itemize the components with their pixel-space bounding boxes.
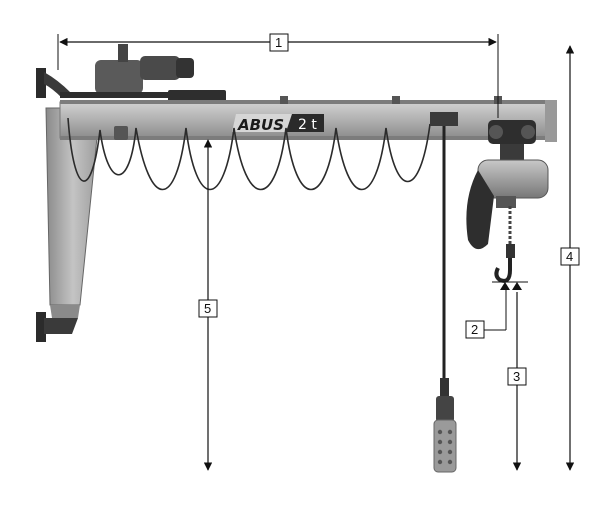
lower-wall-bracket [36, 312, 78, 342]
electric-chain-hoist [466, 159, 549, 250]
hoist-trolley [488, 120, 536, 162]
dimension-5: 5 [198, 139, 218, 471]
festoon-cable [67, 117, 431, 191]
load-hook [494, 258, 512, 283]
wall-column [45, 107, 101, 318]
dimension-4: 4 [560, 45, 580, 471]
capacity-label: 2 t [298, 117, 317, 133]
dimension-4-label: 4 [566, 249, 573, 264]
control-pendant [433, 396, 457, 473]
dimension-3-label: 3 [513, 369, 520, 384]
dimension-1-label: 1 [275, 35, 282, 50]
brand-plate: ABUS 2 t [232, 114, 324, 134]
dimension-3: 3 [507, 292, 527, 471]
dimension-2: 2 [465, 281, 528, 339]
pendant-cable [430, 112, 458, 398]
upper-wall-bracket [36, 68, 70, 98]
dimension-1: 1 [57, 33, 499, 118]
dimension-2-label: 2 [471, 322, 478, 337]
brand-name: ABUS [237, 116, 284, 134]
dimension-5-label: 5 [204, 301, 211, 316]
slewing-drive [60, 44, 194, 98]
hoist-chain [506, 206, 515, 258]
